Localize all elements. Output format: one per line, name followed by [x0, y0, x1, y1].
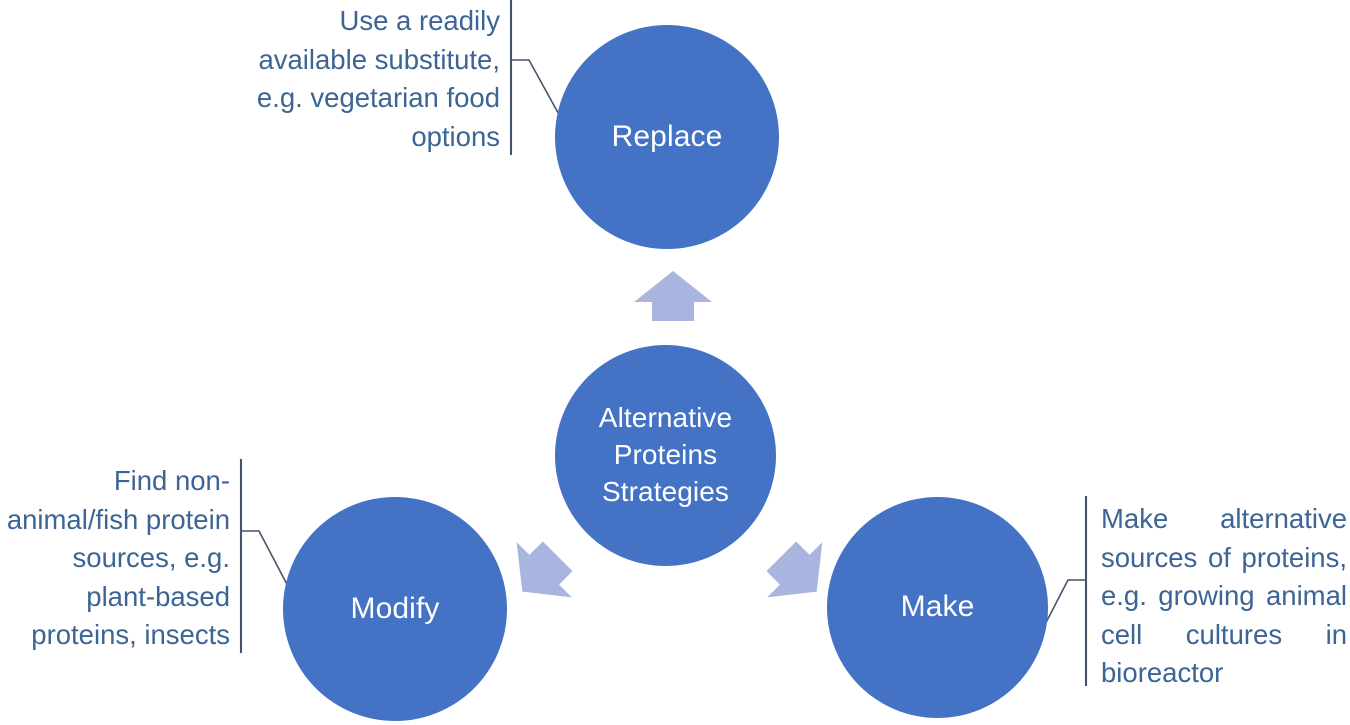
- node-modify[interactable]: Modify: [283, 497, 507, 721]
- arrow-down-left-icon: [516, 541, 573, 598]
- node-modify-label: Modify: [350, 591, 440, 625]
- arrow-up-icon: [634, 271, 712, 321]
- node-center-label-line1: Alternative: [598, 402, 733, 434]
- node-replace[interactable]: Replace: [555, 25, 779, 249]
- node-make[interactable]: Make: [827, 497, 1048, 718]
- callout-make-text: Make alternative sources of proteins, e.…: [1101, 503, 1347, 688]
- node-center-label: Alternative Proteins Strategies: [591, 400, 740, 510]
- callout-replace-text: Use a readily available substitute, e.g.…: [256, 5, 500, 152]
- node-make-label: Make: [900, 590, 975, 624]
- node-center-label-line3: Strategies: [601, 475, 730, 507]
- node-replace-label: Replace: [611, 119, 723, 153]
- node-center-hub[interactable]: Alternative Proteins Strategies: [555, 345, 776, 566]
- node-center-label-line2: Proteins: [613, 439, 718, 471]
- callout-modify-text: Find non-animal/fish protein sources, e.…: [6, 465, 230, 650]
